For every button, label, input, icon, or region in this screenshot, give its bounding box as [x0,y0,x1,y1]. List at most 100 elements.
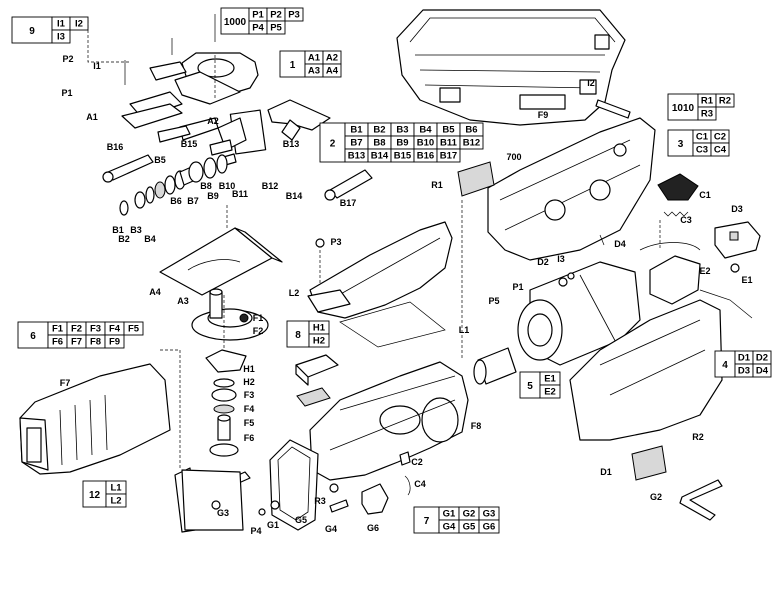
group-cell: A1 [308,53,321,64]
motor-housing-c1 [487,117,656,261]
group-cell: D1 [738,353,751,364]
shoe-plate-a4 [159,227,283,296]
group-cell: C3 [696,145,708,156]
hex-key-14 [679,479,723,521]
callout-label: P3 [330,237,341,247]
callout-label: L1 [459,325,470,335]
callout-label: G1 [267,520,279,530]
group-cell: B12 [463,138,480,149]
group-number: 1000 [224,17,247,28]
callout-label: I2 [587,78,595,88]
callout-label: R1 [431,180,443,190]
group-cell: F7 [71,337,82,348]
group-cell: G4 [443,522,456,533]
callout-label: B10 [219,181,236,191]
callout-label: E2 [699,266,710,276]
pin-b16 [102,154,154,183]
callout-label: C3 [680,215,692,225]
blade-clamp [174,467,251,533]
group-cell: F9 [109,337,120,348]
callout-label: H2 [243,377,255,387]
contact-parts [295,354,339,407]
group-number: 3 [678,139,684,150]
group-cell: F1 [52,324,64,335]
group-cell: F2 [71,324,82,335]
group-cell: B4 [419,125,432,136]
group-cell: F6 [52,337,63,348]
callout-label: R2 [692,432,704,442]
handle-c2 [569,299,723,441]
group-cell: B9 [396,138,408,149]
group-cell: A2 [326,53,338,64]
group-cell: E2 [544,387,556,398]
group-cell: P4 [252,23,264,34]
callout-label: R3 [314,496,326,506]
group-cell: B1 [350,125,363,136]
callout-label: D1 [600,467,612,477]
group-cell: I2 [75,19,83,30]
callout-label: P4 [250,526,261,536]
callout-label: L2 [289,288,300,298]
group-cell: D4 [756,366,769,377]
group-cell: A4 [326,66,339,77]
group-cell: I1 [57,19,66,30]
group-cell: B11 [440,138,458,149]
ring-stack [119,154,228,216]
group-cell: A3 [308,66,320,77]
group-cell: H2 [313,336,325,347]
callout-label: B3 [130,225,142,235]
block-d2 [714,221,761,259]
connector-d1 [639,242,753,319]
group-cell: H1 [313,323,326,334]
group-number: 5 [527,381,533,392]
group-cell: B7 [350,138,362,149]
callout-label: B11 [232,189,248,199]
group-number: 9 [29,26,35,37]
callout-label: G3 [217,508,229,518]
callout-label: A2 [207,116,219,126]
guide-assembly [157,109,267,167]
callout-label: B4 [144,234,156,244]
group-cell: R2 [719,96,731,107]
group-cell: B2 [373,125,385,136]
group-cell: G5 [463,522,476,533]
group-cell: R1 [701,96,714,107]
callout-label: P1 [61,88,72,98]
group-cell: F3 [90,324,101,335]
group-cell: B14 [371,151,389,162]
callout-label: B17 [340,198,357,208]
group-cell: G3 [483,509,496,520]
callout-label: A1 [86,112,98,122]
group-number: 2 [330,139,336,150]
callout-label: D3 [731,204,743,214]
group-cell: B6 [465,125,477,136]
callout-label: F6 [244,433,255,443]
group-cell: B3 [396,125,408,136]
callout-label: F8 [471,421,482,431]
group-cell: C1 [696,132,709,143]
callout-label: F3 [244,390,255,400]
group-cell: L2 [110,496,121,507]
group-cell: F5 [128,324,140,335]
g-parts [258,475,411,516]
assembly-lines [87,20,661,470]
group-cell: B8 [373,138,385,149]
group-number: 12 [89,490,101,501]
group-number: 1010 [672,103,695,114]
callout-label: F1 [253,313,264,323]
callout-label: G2 [650,492,662,502]
group-cell: L1 [110,483,122,494]
callout-label: G6 [367,523,379,533]
callout-label: F7 [60,378,71,388]
callout-label: C2 [411,457,423,467]
